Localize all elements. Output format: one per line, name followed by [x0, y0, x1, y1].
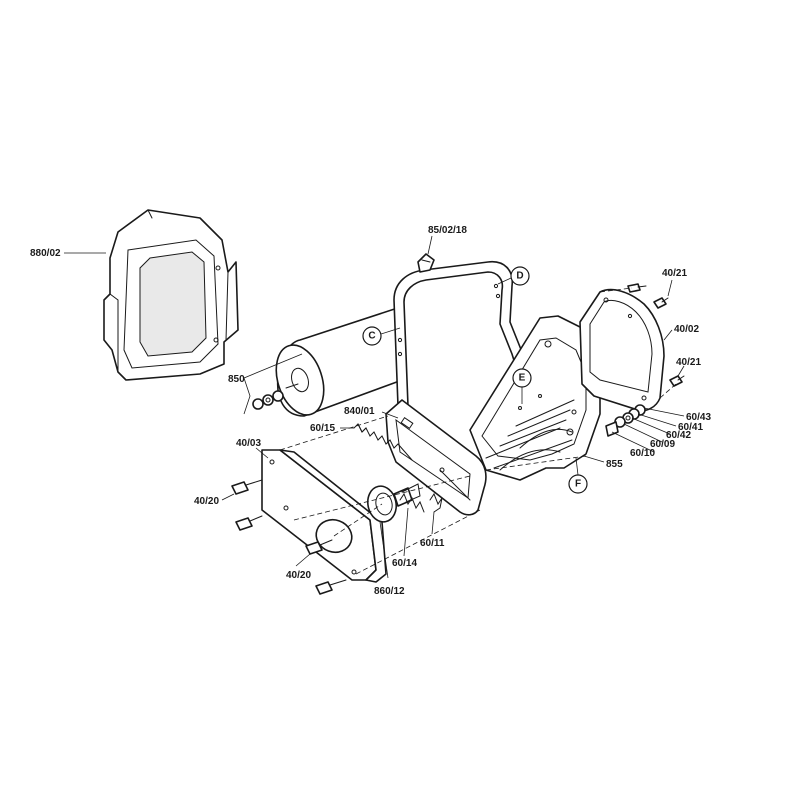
label-60-14: 60/14	[392, 558, 417, 569]
screw-40-20-d	[315, 579, 347, 595]
left-end-plate	[261, 449, 387, 583]
label-60-10: 60/10	[630, 448, 655, 459]
callout-f: F	[568, 457, 588, 494]
label-40-02: 40/02	[674, 324, 699, 335]
label-40-03: 40/03	[236, 438, 261, 449]
screw-40-21-top-a	[627, 283, 647, 293]
label-60-43: 60/43	[686, 412, 711, 423]
roller-washers	[252, 390, 284, 410]
label-60-11: 60/11	[420, 538, 445, 549]
label-855: 855	[606, 459, 623, 470]
compression-spring-60-14	[399, 492, 425, 513]
svg-text:D: D	[516, 271, 523, 282]
label-60-15: 60/15	[310, 423, 335, 434]
label-85-02-18: 85/02/18	[428, 225, 467, 236]
label-860-12: 860/12	[374, 586, 405, 597]
label-840-01: 840/01	[344, 406, 375, 417]
screw-40-20-c	[305, 539, 333, 555]
right-side-plate	[579, 288, 665, 412]
svg-text:F: F	[575, 479, 581, 490]
label-40-21-top: 40/21	[662, 268, 687, 279]
label-60-42: 60/42	[666, 430, 691, 441]
callout-e: E	[512, 368, 532, 404]
grass-box-cover	[103, 209, 239, 381]
screw-40-21-mid	[669, 375, 685, 387]
spring-60-11	[429, 492, 443, 513]
cutting-cylinder-frame	[469, 315, 601, 481]
label-40-20-b: 40/20	[286, 570, 311, 581]
label-40-21-mid: 40/21	[676, 357, 701, 368]
svg-text:C: C	[368, 331, 375, 342]
handle-bar	[393, 261, 533, 407]
screw-40-21-top-b	[653, 297, 669, 309]
assembly-lines	[279, 287, 677, 575]
svg-text:E: E	[519, 373, 526, 384]
label-60-09: 60/09	[650, 439, 675, 450]
label-880-02: 880/02	[30, 248, 61, 259]
handle-clip	[417, 253, 435, 273]
callout-c: C	[362, 326, 401, 346]
label-60-41: 60/41	[678, 422, 703, 433]
tension-spring	[353, 423, 413, 461]
screw-40-20-b	[235, 515, 263, 531]
screw-40-20-a	[231, 479, 263, 495]
side-bracket	[385, 399, 487, 516]
callout-d: D	[497, 266, 530, 286]
label-850: 850	[228, 374, 245, 385]
label-40-20-a: 40/20	[194, 496, 219, 507]
